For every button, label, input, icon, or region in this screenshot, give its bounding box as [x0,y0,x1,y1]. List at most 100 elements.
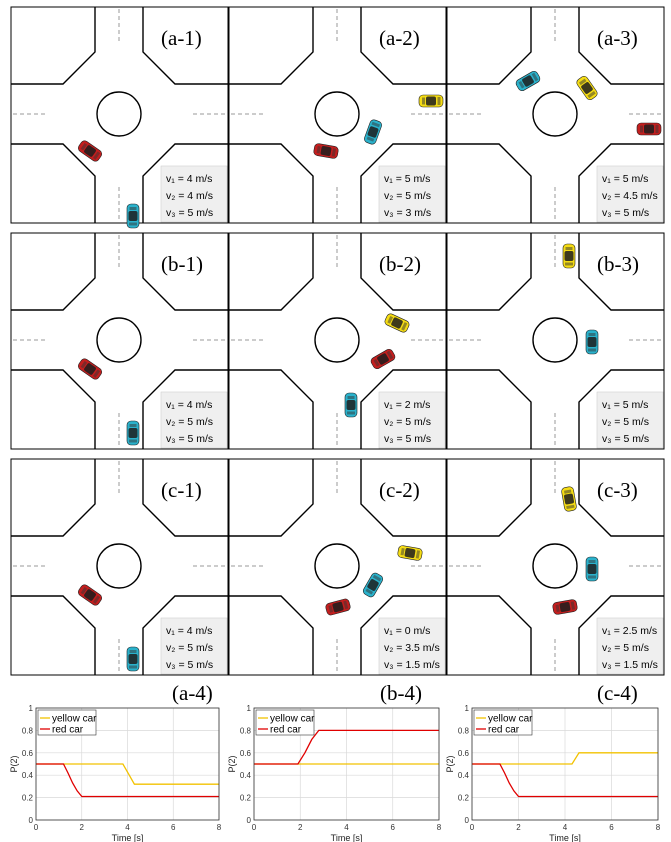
road-edge [360,7,446,85]
speed-value: v₃ = 1.5 m/s [602,659,658,671]
car-roof [367,579,379,591]
car-roof [391,317,403,329]
speed-box: v₁ = 4 m/sv₂ = 5 m/sv₃ = 5 m/s [160,391,228,449]
x-axis-label: Time [s] [549,833,581,842]
speed-box-bg [378,165,446,223]
road-edge [142,595,228,675]
legend-box [255,709,315,736]
road-edge [229,143,314,223]
speed-value: v₃ = 3 m/s [384,207,431,219]
car-windshield [587,91,596,99]
car-windshield [565,262,573,266]
speed-box-bg [596,165,664,223]
car-windshield [415,550,421,559]
panel-label: (a-1) [161,26,202,50]
blue-car [126,646,140,672]
y-tick-label: 1 [465,704,470,713]
blue-car [126,203,140,229]
x-axis-label: Time [s] [112,833,144,842]
legend-entry: yellow car [52,714,97,725]
road-edge [142,233,228,311]
speed-value: v₁ = 5 m/s [602,399,648,411]
speed-value: v₂ = 4.5 m/s [602,190,658,202]
car-windshield [372,574,382,582]
car-windshield [343,600,349,610]
speed-box-bg [378,391,446,449]
speed-box-bg [160,165,228,223]
blue-car [585,329,599,355]
car-roof [128,428,138,438]
car-rear-window [518,80,525,89]
speed-value: v₃ = 5 m/s [602,433,649,445]
speed-value: v₁ = 4 m/s [166,399,212,411]
y-tick-label: 0.8 [22,726,34,735]
y-tick-label: 0.6 [240,749,252,758]
scene-panel: (a-1)v₁ = 4 m/sv₂ = 4 m/sv₃ = 5 m/s [10,6,229,229]
x-axis-label: Time [s] [331,833,363,842]
yellow-car [576,75,598,101]
car-rear-window [129,424,137,427]
road-edge [11,7,96,85]
scene-panel: (c-2)v₁ = 0 m/sv₂ = 3.5 m/sv₃ = 1.5 m/s [228,458,447,676]
chart-panel-label: (c-4) [597,681,638,705]
red-car-line [472,763,658,798]
road-edge [11,595,96,675]
car-rear-window [80,360,88,369]
y-tick-label: 0.4 [240,771,252,780]
x-tick-label: 2 [516,823,521,832]
x-tick-label: 2 [298,823,303,832]
road-edge [578,233,664,311]
car-windshield [401,322,408,331]
yellow-car [384,313,410,333]
car-windshield [570,601,576,610]
speed-value: v₂ = 5 m/s [602,416,649,428]
red-car-line [254,729,439,765]
scene-panel: (b-3)v₁ = 5 m/sv₂ = 5 m/sv₃ = 5 m/s [446,232,665,450]
car-windshield [386,350,394,360]
y-tick-label: 0.4 [22,771,34,780]
car-roof [84,589,96,601]
yellow-car [397,545,423,561]
car-rear-window [80,586,88,595]
y-tick-label: 0.8 [240,726,252,735]
scene-panel: (c-1)v₁ = 4 m/sv₂ = 5 m/sv₃ = 5 m/s [10,458,229,676]
car-windshield [93,151,101,160]
car-roof [587,564,597,574]
car-rear-window [387,316,394,324]
car-windshield [347,411,355,415]
speed-value: v₂ = 4 m/s [166,190,213,202]
car-roof [84,363,96,375]
road-edge [447,233,532,311]
speed-value: v₃ = 5 m/s [166,433,213,445]
road-edge [229,233,314,311]
speed-value: v₁ = 5 m/s [602,173,648,185]
car-windshield [93,595,101,604]
panel-label: (c-2) [379,478,420,502]
red-car [77,584,103,606]
red-car-line [36,763,219,798]
car-windshield [331,148,337,157]
x-tick-label: 4 [125,823,130,832]
road-edge [447,595,532,675]
car-rear-window [588,560,596,563]
road-edge [11,459,96,537]
x-tick-label: 0 [34,823,39,832]
x-tick-label: 2 [80,823,85,832]
chart-panel-label: (a-4) [172,681,213,705]
y-axis-label: P(2) [445,755,455,772]
legend-entry: yellow car [488,714,533,725]
car-roof [587,337,597,347]
road-edge [142,143,228,223]
axes-frame [471,707,659,821]
roundabout-island [96,91,142,137]
speed-box-bg [596,617,664,675]
red-car [636,122,662,136]
car-rear-window [328,605,334,613]
scene-panel: (b-2)v₁ = 2 m/sv₂ = 5 m/sv₃ = 5 m/s [228,232,447,450]
car-windshield [531,72,539,82]
roundabout-island [532,543,578,589]
